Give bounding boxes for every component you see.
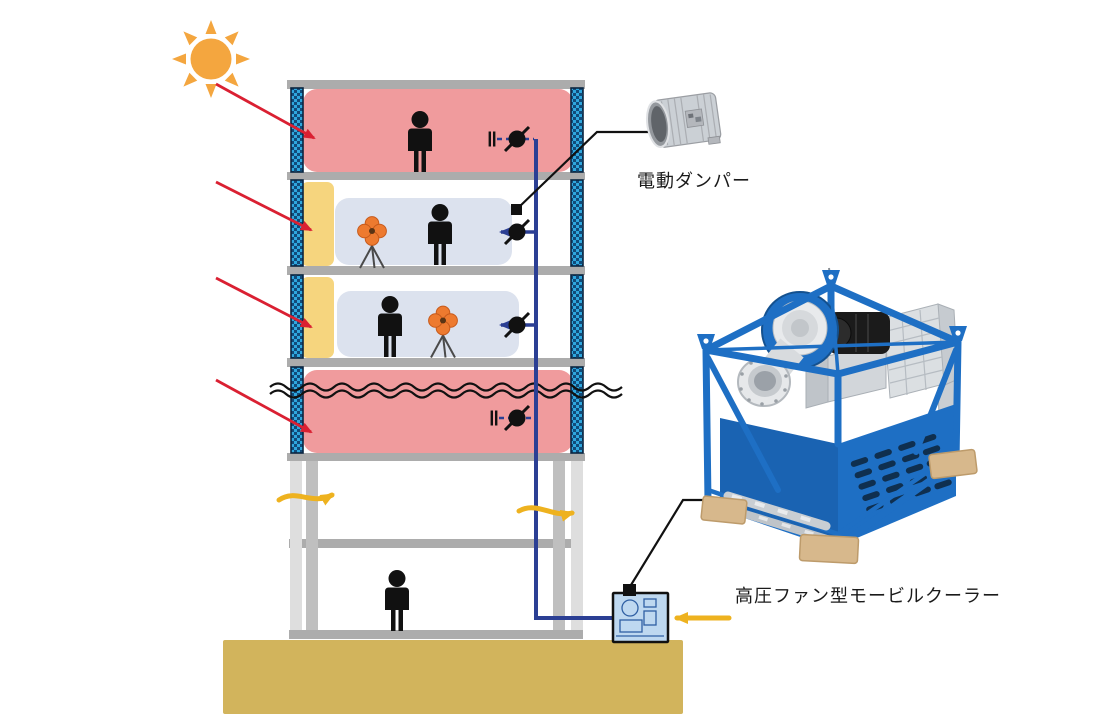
slab-2 bbox=[287, 266, 585, 275]
connector-square-icon bbox=[511, 204, 522, 215]
damper-floor3-open bbox=[499, 311, 536, 339]
solar-arrow bbox=[215, 276, 313, 329]
slab-4 bbox=[287, 453, 585, 461]
slab-3 bbox=[287, 358, 585, 367]
floor3-cool-zone bbox=[337, 291, 519, 357]
roof-slab bbox=[287, 80, 585, 89]
solar-radiation-arrows bbox=[215, 82, 316, 434]
electric-damper-photo bbox=[645, 92, 722, 148]
solar-arrow bbox=[215, 180, 313, 232]
mobile-cooler-photo bbox=[697, 267, 978, 565]
mid-slab bbox=[289, 539, 583, 548]
damper-floor2-open bbox=[499, 218, 536, 246]
wall-panel bbox=[290, 366, 304, 454]
wooden-blocks bbox=[700, 448, 978, 565]
damper-floor1-closed bbox=[488, 125, 534, 153]
ground bbox=[223, 640, 683, 714]
damper-floor4-closed bbox=[490, 404, 534, 432]
floor3-sunlit-strip bbox=[301, 277, 334, 358]
column bbox=[553, 461, 565, 630]
damper-callout-line bbox=[517, 130, 652, 209]
floor2-cool-zone bbox=[335, 198, 512, 265]
floor2-sunlit-strip bbox=[301, 182, 334, 266]
wall-panel bbox=[570, 179, 584, 267]
supply-duct-pipe bbox=[534, 139, 613, 620]
wall-panel bbox=[570, 87, 584, 173]
cooler-callout-line bbox=[630, 498, 706, 586]
connector-square-icon bbox=[623, 584, 636, 596]
airflow-arrows bbox=[276, 492, 575, 522]
break-wave-lines bbox=[269, 382, 623, 399]
airflow-arrow-in bbox=[276, 492, 335, 506]
ground-slab bbox=[289, 630, 583, 639]
electric-damper-label: 電動ダンパー bbox=[637, 171, 751, 191]
person-icon bbox=[385, 570, 409, 631]
floor1-hot-zone bbox=[303, 89, 573, 172]
wall-panel bbox=[570, 366, 584, 454]
sun-icon bbox=[172, 20, 250, 98]
airflow-arrow-out bbox=[516, 505, 575, 522]
column bbox=[290, 461, 302, 630]
wall-panel bbox=[570, 274, 584, 359]
solar-arrow bbox=[215, 82, 316, 140]
building-structure bbox=[287, 80, 585, 639]
solar-arrow bbox=[215, 378, 313, 434]
slab-1 bbox=[287, 172, 585, 180]
column bbox=[306, 461, 318, 630]
column bbox=[571, 461, 583, 630]
mobile-cooler-label: 高圧ファン型モービルクーラー bbox=[735, 586, 1001, 606]
lifting-lugs bbox=[697, 270, 967, 349]
mobile-cooler-unit bbox=[611, 584, 670, 644]
